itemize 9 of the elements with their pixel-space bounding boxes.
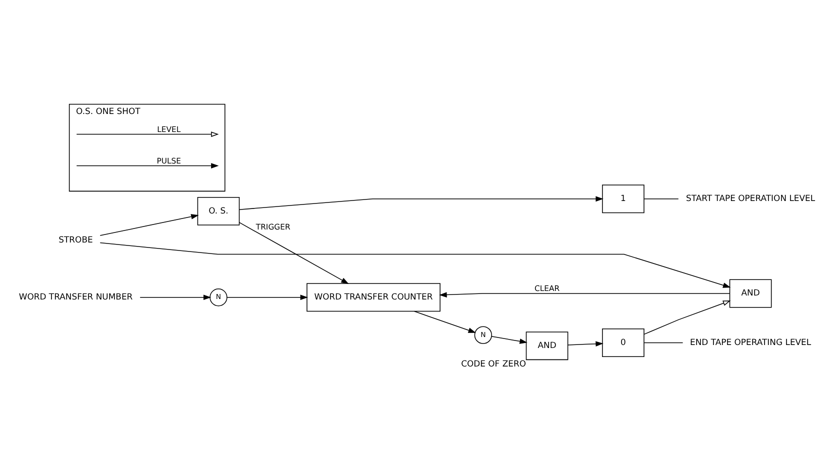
node-label: CODE OF ZERO bbox=[461, 358, 526, 368]
legend-label: PULSE bbox=[156, 156, 182, 166]
node-text: STROBE bbox=[58, 234, 93, 245]
legend-label: LEVEL bbox=[157, 124, 181, 134]
node-text: END TAPE OPERATING LEVEL bbox=[690, 336, 812, 347]
node-text: START TAPE OPERATION LEVEL bbox=[686, 193, 816, 204]
node-text: WORD TRANSFER NUMBER bbox=[18, 292, 133, 302]
edge-label: CLEAR bbox=[534, 284, 560, 294]
edge-label: TRIGGER bbox=[256, 222, 290, 232]
